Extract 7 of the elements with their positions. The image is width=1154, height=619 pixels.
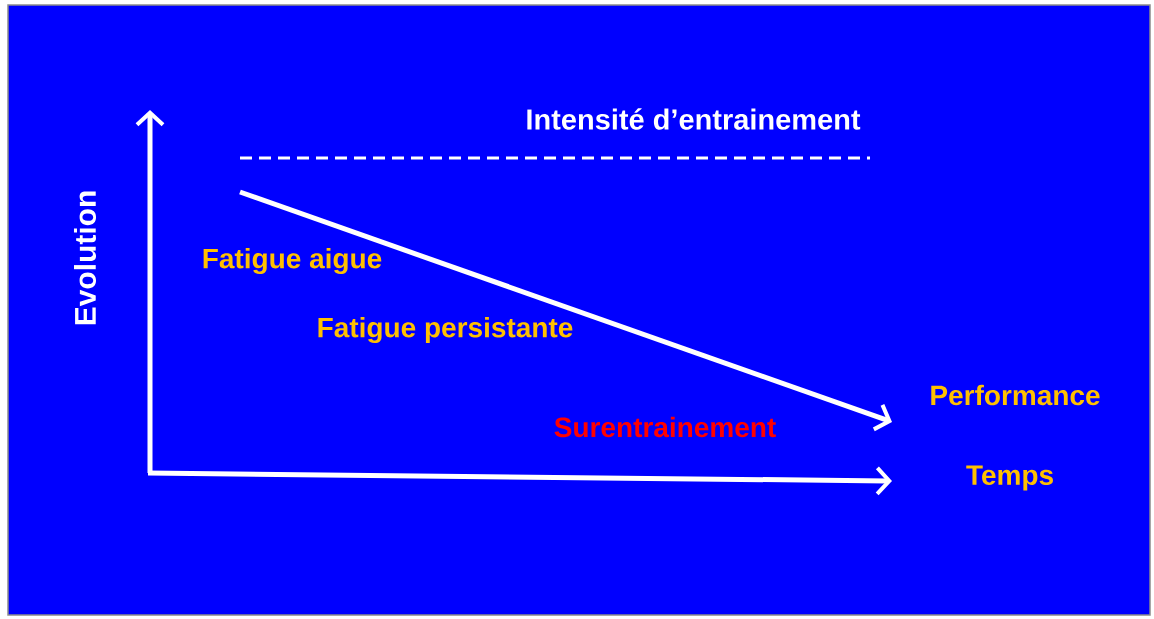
curve-label: Fatigue persistante: [318, 316, 573, 344]
curve-label: Performance: [931, 384, 1100, 406]
curve-label: Fatigue aigue: [203, 247, 382, 275]
axis-title: Temps: [966, 465, 1053, 491]
curve-label: Surentrainement: [554, 416, 776, 438]
axis-title: Intensité d’entrainement: [527, 108, 861, 130]
axis-title: Evolution: [74, 191, 96, 325]
